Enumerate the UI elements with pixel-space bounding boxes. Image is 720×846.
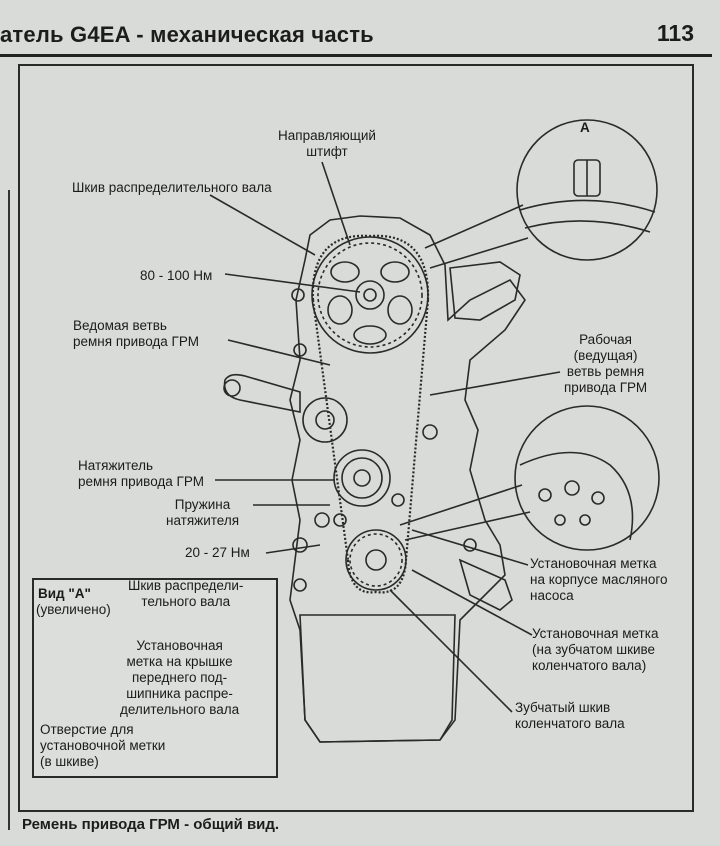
label-crank-pulley: Зубчатый шкив коленчатого вала xyxy=(515,700,625,731)
label-torque-20-27: 20 - 27 Нм xyxy=(185,545,250,560)
header-rule xyxy=(0,54,712,57)
figure-caption: Ремень привода ГРМ - общий вид. xyxy=(22,816,280,833)
coolant-pipe xyxy=(223,373,301,413)
inset-label-cover-mark: Установочная метка на крышке переднего п… xyxy=(120,638,240,717)
detail-a-circle xyxy=(516,119,658,261)
label-detail-a: A xyxy=(580,120,590,135)
page-number: 113 xyxy=(656,20,694,46)
label-tight-side: Рабочая (ведущая) ветвь ремня привода ГР… xyxy=(564,332,648,395)
label-guide-pin: Направляющий штифт xyxy=(278,128,376,159)
inset-label-hole: Отверстие для установочной метки (в шкив… xyxy=(40,722,166,769)
water-pump xyxy=(302,397,348,443)
inset-subtitle: (увеличено) xyxy=(36,602,111,617)
label-camshaft-pulley: Шкив распределительного вала xyxy=(72,180,272,195)
label-torque-80-100: 80 - 100 Нм xyxy=(140,268,213,283)
label-oil-pump-mark: Установочная метка на корпусе масляного … xyxy=(530,556,668,603)
figure-frame xyxy=(18,64,694,812)
engine-block-outline xyxy=(289,215,526,743)
label-tensioner-spring: Пружина натяжителя xyxy=(166,497,240,528)
label-tensioner: Натяжитель ремня привода ГРМ xyxy=(78,458,204,489)
camshaft-pulley-drawing xyxy=(311,236,429,354)
label-crank-mark: Установочная метка (на зубчатом шкиве ко… xyxy=(532,626,659,673)
inset-view-a-box xyxy=(32,578,278,778)
inset-title: Вид "А" xyxy=(38,586,91,601)
crank-pulley-drawing xyxy=(345,529,407,591)
label-slack-side: Ведомая ветвь ремня привода ГРМ xyxy=(73,318,199,349)
oil-pan xyxy=(299,614,456,743)
inset-label-camshaft-pulley: Шкив распредели- тельного вала xyxy=(128,578,244,609)
left-page-edge xyxy=(0,190,10,830)
detail-crank-circle xyxy=(514,405,660,551)
page-header-title: атель G4EA - механическая часть xyxy=(0,22,374,47)
tensioner-drawing xyxy=(333,449,391,507)
